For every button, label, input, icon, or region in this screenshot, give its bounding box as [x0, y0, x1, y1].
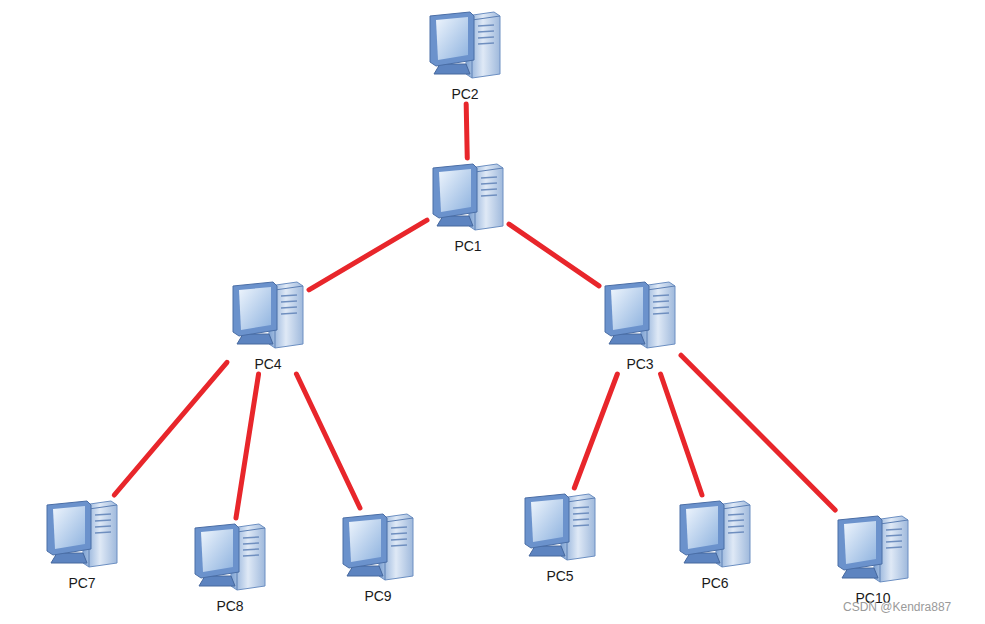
- computer-icon: [229, 278, 307, 350]
- computer-icon: [191, 520, 269, 592]
- network-link: [466, 104, 467, 158]
- computer-node: PC2: [426, 8, 504, 102]
- node-label: PC5: [544, 568, 575, 584]
- node-label: PC6: [699, 575, 730, 591]
- computer-icon: [834, 512, 912, 584]
- computer-node: PC10: [834, 512, 912, 606]
- node-label: PC4: [252, 356, 283, 372]
- node-label: PC3: [624, 356, 655, 372]
- computer-node: PC6: [676, 497, 754, 591]
- node-label: PC7: [66, 575, 97, 591]
- network-link: [296, 374, 360, 508]
- network-link: [661, 374, 702, 495]
- computer-node: PC1: [429, 160, 507, 254]
- computer-icon: [601, 278, 679, 350]
- computer-icon: [43, 497, 121, 569]
- computer-node: PC9: [339, 510, 417, 604]
- computer-node: PC8: [191, 520, 269, 614]
- computer-icon: [429, 160, 507, 232]
- watermark: CSDN @Kendra887: [843, 600, 951, 614]
- network-link: [114, 362, 227, 495]
- computer-icon: [426, 8, 504, 80]
- computer-node: PC4: [229, 278, 307, 372]
- network-link: [309, 220, 427, 290]
- computer-node: PC7: [43, 497, 121, 591]
- computer-icon: [339, 510, 417, 582]
- computer-icon: [676, 497, 754, 569]
- node-label: PC1: [452, 238, 483, 254]
- network-link: [574, 374, 617, 488]
- network-link: [236, 374, 259, 518]
- node-label: PC8: [214, 598, 245, 614]
- node-label: PC2: [449, 86, 480, 102]
- network-link: [509, 224, 599, 286]
- computer-node: PC3: [601, 278, 679, 372]
- computer-icon: [521, 490, 599, 562]
- node-label: PC9: [362, 588, 393, 604]
- network-link: [681, 355, 835, 510]
- computer-node: PC5: [521, 490, 599, 584]
